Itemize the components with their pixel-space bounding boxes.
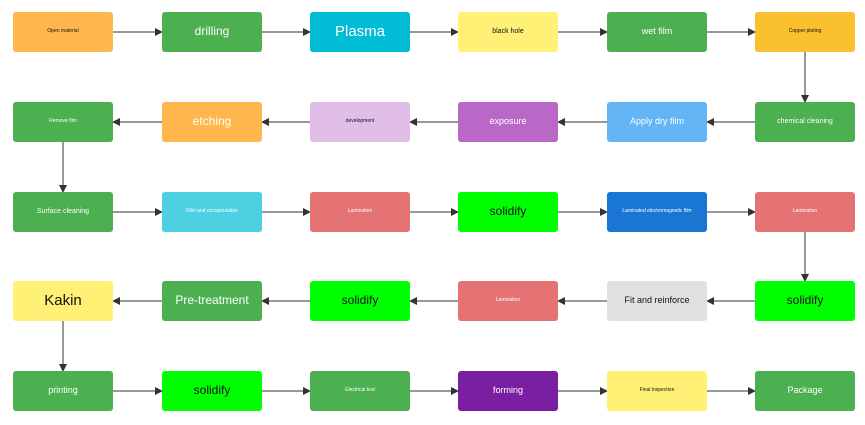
node-final-inspection[interactable]: Final inspection xyxy=(607,371,707,411)
node-surface-cleaning[interactable]: Surface cleaning xyxy=(13,192,113,232)
node-film-encapsulation[interactable]: Film and encapsulation xyxy=(162,192,262,232)
node-exposure[interactable]: exposure xyxy=(458,102,558,142)
node-electrical-test[interactable]: Electrical test xyxy=(310,371,410,411)
node-plasma[interactable]: Plasma xyxy=(310,12,410,52)
node-lamination-3[interactable]: Lamination xyxy=(458,281,558,321)
node-open-material[interactable]: Open material xyxy=(13,12,113,52)
node-drilling[interactable]: drilling xyxy=(162,12,262,52)
node-black-hole[interactable]: black hole xyxy=(458,12,558,52)
node-development[interactable]: development xyxy=(310,102,410,142)
node-solidify-2[interactable]: solidify xyxy=(310,281,410,321)
node-chemical-cleaning[interactable]: chemical cleaning xyxy=(755,102,855,142)
node-solidify-1[interactable]: solidify xyxy=(458,192,558,232)
node-forming[interactable]: forming xyxy=(458,371,558,411)
node-fit-reinforce[interactable]: Fit and reinforce xyxy=(607,281,707,321)
node-laminated-em-film[interactable]: Laminated electromagnetic film xyxy=(607,192,707,232)
node-remove-film[interactable]: Remove film xyxy=(13,102,113,142)
node-wet-film[interactable]: wet film xyxy=(607,12,707,52)
node-pre-treatment[interactable]: Pre-treatment xyxy=(162,281,262,321)
node-solidify-4[interactable]: solidify xyxy=(162,371,262,411)
node-lamination-2[interactable]: Lamination xyxy=(755,192,855,232)
node-etching[interactable]: etching xyxy=(162,102,262,142)
node-copper-plating[interactable]: Copper plating xyxy=(755,12,855,52)
node-solidify-3[interactable]: solidify xyxy=(755,281,855,321)
node-package[interactable]: Package xyxy=(755,371,855,411)
node-printing[interactable]: printing xyxy=(13,371,113,411)
node-apply-dry-film[interactable]: Apply dry film xyxy=(607,102,707,142)
node-lamination-1[interactable]: Lamination xyxy=(310,192,410,232)
node-kakin[interactable]: Kakin xyxy=(13,281,113,321)
